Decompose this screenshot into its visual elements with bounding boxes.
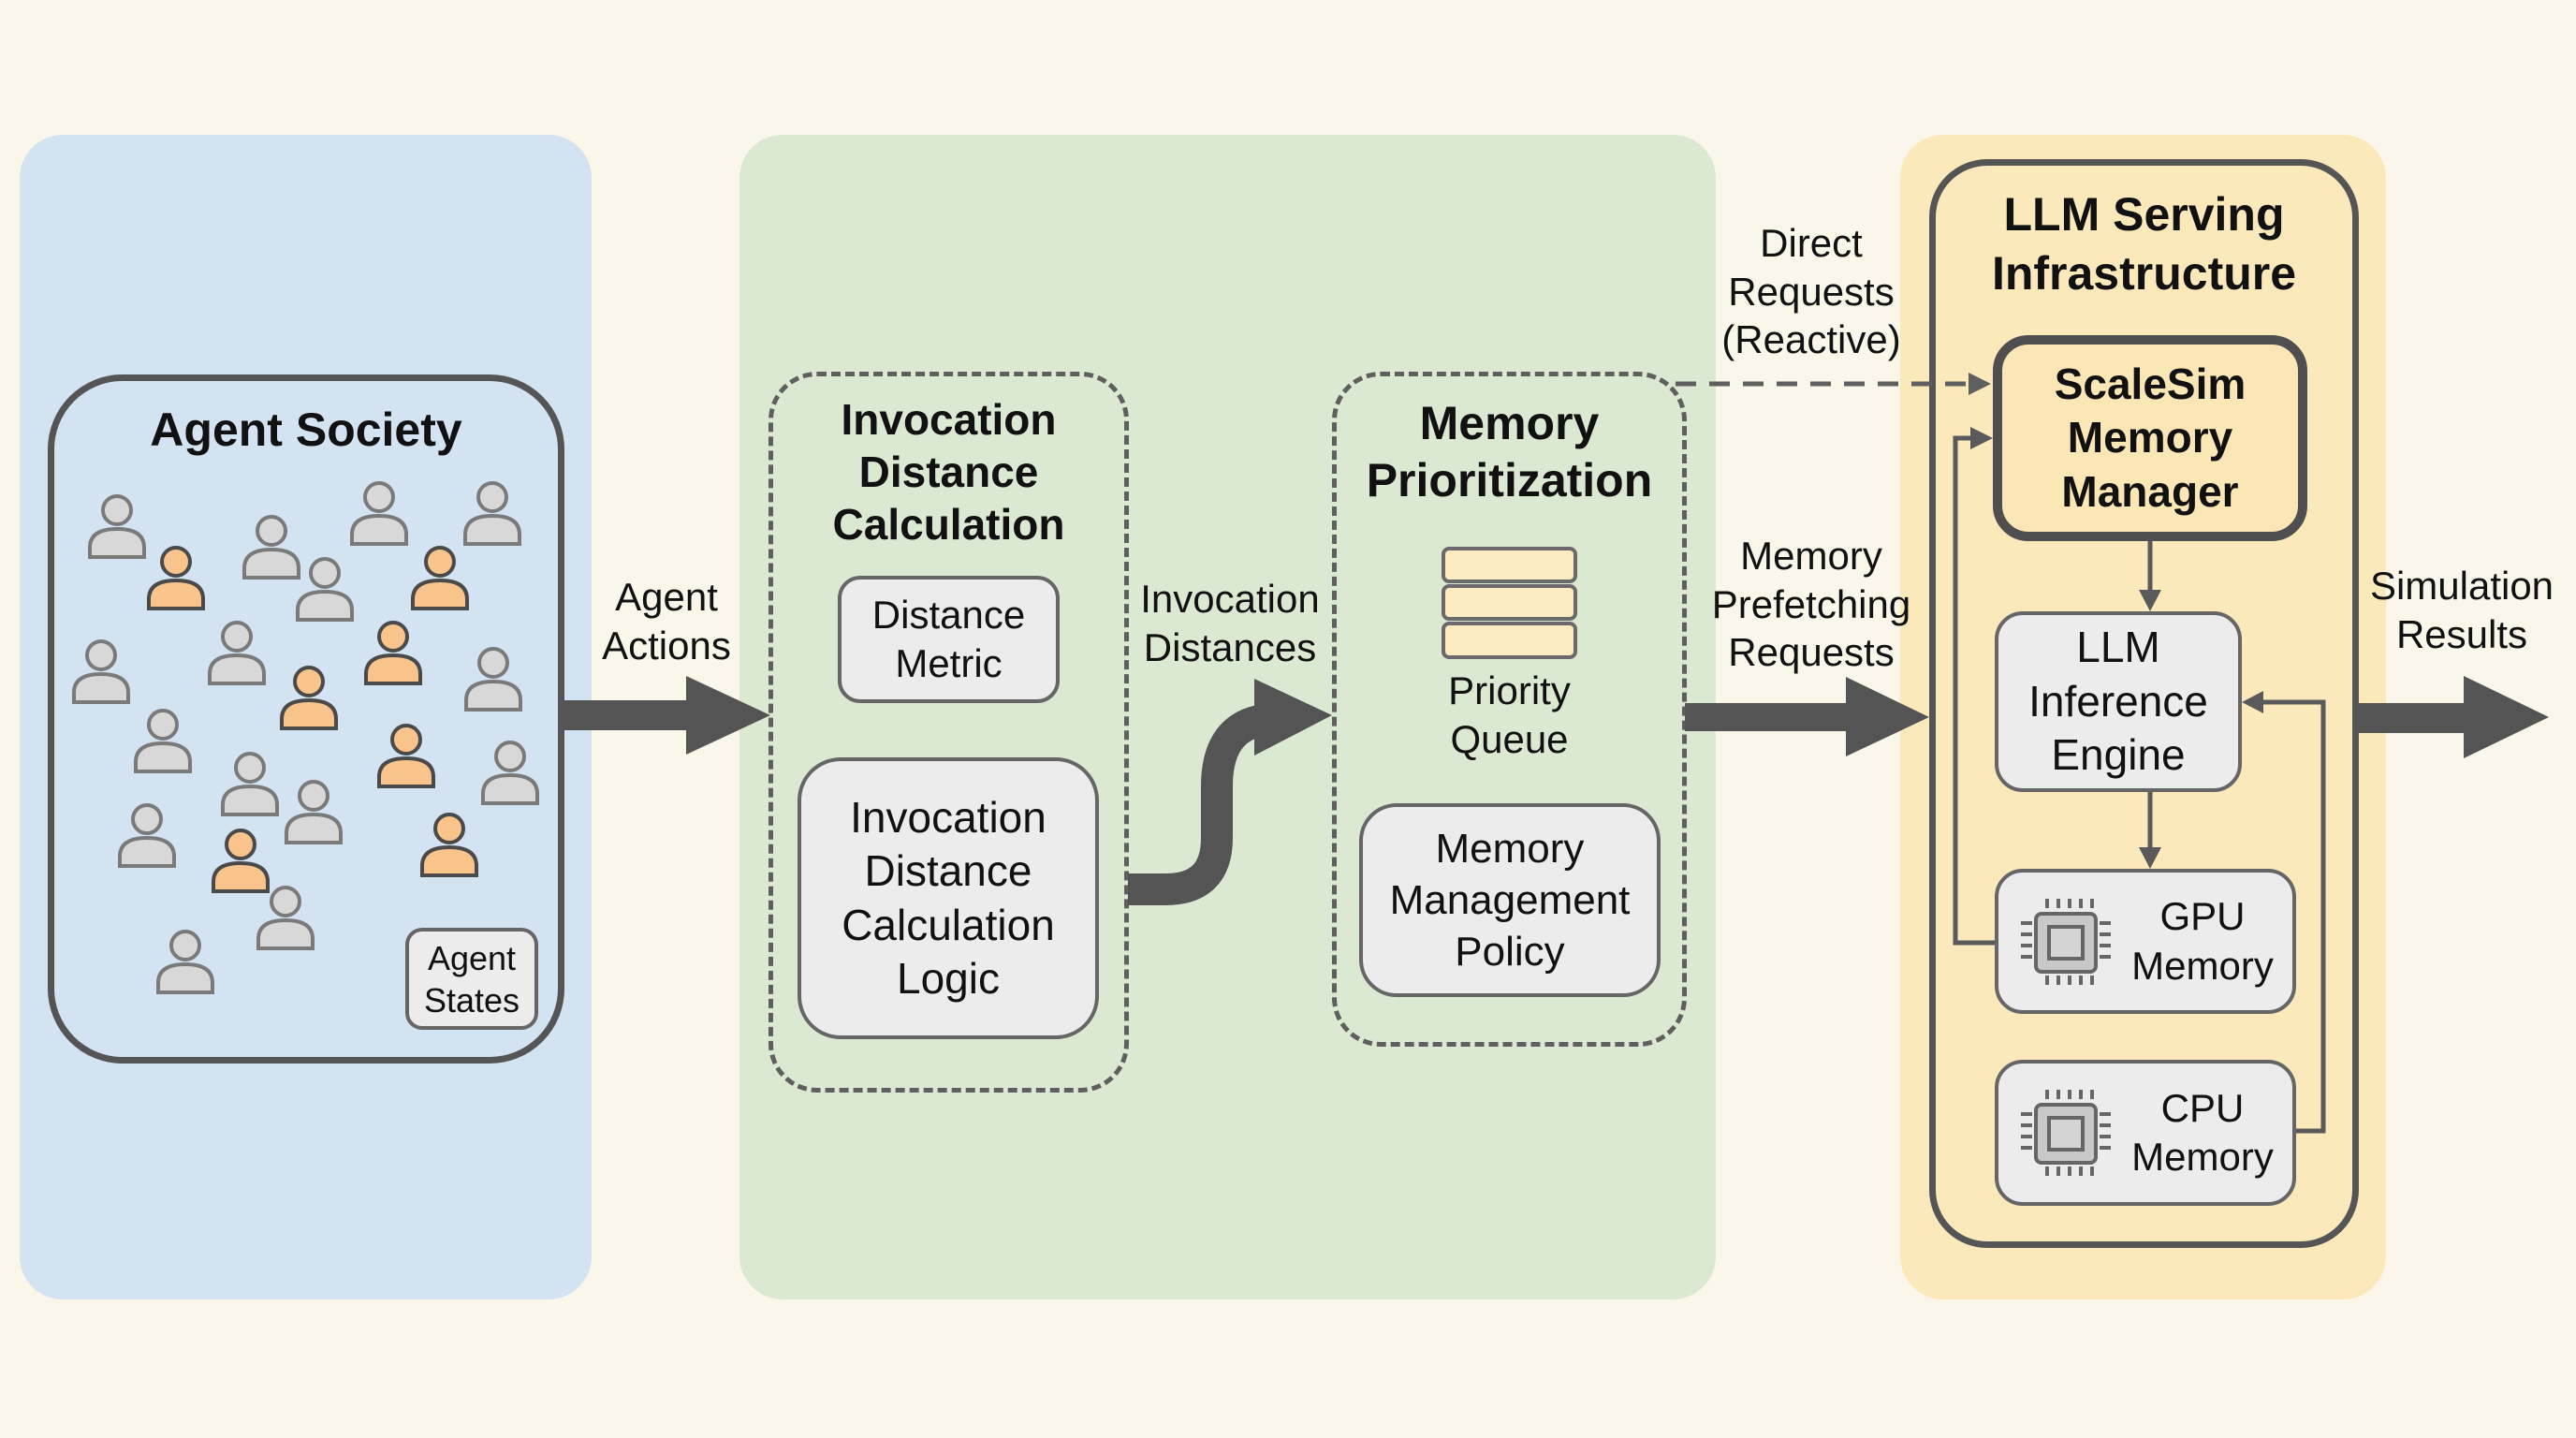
active-agent-icon — [364, 621, 422, 685]
invocation-distances-label: Invocation Distances — [1140, 577, 1320, 669]
invocation-logic-box: Invocation Distance Calculation Logic — [798, 757, 1099, 1039]
idle-agent-icon — [208, 621, 266, 685]
memory-prefetching-arrow — [1685, 677, 1929, 756]
active-agent-icon — [420, 813, 478, 877]
active-agent-icon — [147, 546, 205, 610]
idle-agent-icon — [350, 481, 408, 546]
simulation-results-label: Simulation Results — [2369, 564, 2554, 656]
agent-society-title: Agent Society — [150, 404, 462, 456]
idle-agent-icon — [296, 557, 354, 622]
priority-queue-label: Priority Queue — [1448, 668, 1571, 761]
direct-requests-label: Direct Requests (Reactive) — [1721, 221, 1901, 362]
idle-agent-icon — [118, 803, 176, 868]
idle-agent-icon — [285, 780, 343, 844]
agent-actions-label: Agent Actions — [602, 575, 731, 668]
agent-society-box — [48, 374, 564, 1064]
idle-agent-icon — [156, 930, 214, 994]
llm-serving-title: LLM Serving Infrastructure — [1991, 188, 2297, 300]
processing-panel — [739, 135, 1716, 1299]
agent-states-box: Agent States — [405, 928, 538, 1030]
idle-agent-icon — [464, 647, 522, 712]
agent-actions-arrow — [564, 676, 770, 755]
invocation-distance-group — [768, 372, 1129, 1093]
cpu-memory-label: CPU Memory — [2131, 1085, 2274, 1180]
cpu-chip-icon — [2021, 1090, 2111, 1176]
cpu-memory-box: CPU Memory — [1995, 1060, 2296, 1206]
memory-prioritization-group — [1332, 372, 1687, 1047]
llm-serving-box — [1929, 159, 2359, 1248]
memory-prioritization-title: Memory Prioritization — [1366, 397, 1653, 506]
scalesim-memory-manager-box: ScaleSim Memory Manager — [1993, 335, 2307, 541]
gpu-to-scalesim-arrow — [1953, 427, 1995, 946]
inference-to-gpu-arrow — [2139, 792, 2161, 869]
priority-queue-icon — [1442, 547, 1577, 664]
active-agent-icon — [411, 546, 469, 610]
simulation-results-arrow — [2359, 676, 2549, 758]
idle-agent-icon — [221, 752, 279, 816]
llm-inference-engine-box: LLM Inference Engine — [1995, 611, 2242, 792]
active-agent-icon — [280, 666, 338, 730]
active-agent-icon — [377, 724, 435, 788]
distance-metric-box: Distance Metric — [838, 576, 1060, 703]
idle-agent-icon — [72, 639, 130, 704]
scalesim-to-inference-arrow — [2139, 541, 2161, 611]
idle-agent-icon — [481, 741, 539, 805]
idle-agent-icon — [256, 886, 315, 950]
gpu-memory-label: GPU Memory — [2131, 894, 2274, 988]
idle-agent-icon — [88, 494, 146, 559]
idle-agent-icon — [242, 515, 300, 580]
invocation-distances-arrow — [1128, 679, 1332, 905]
invocation-distance-title: Invocation Distance Calculation — [832, 395, 1065, 550]
cpu-to-inference-arrow — [2242, 691, 2326, 1134]
memory-prefetching-label: Memory Prefetching Requests — [1711, 534, 1911, 675]
gpu-memory-box: GPU Memory — [1995, 869, 2296, 1014]
direct-requests-arrow — [1676, 373, 1991, 395]
active-agent-icon — [212, 829, 270, 893]
idle-agent-icon — [463, 481, 521, 546]
gpu-chip-icon — [2021, 898, 2111, 985]
idle-agent-icon — [134, 709, 192, 773]
memory-policy-box: Memory Management Policy — [1359, 803, 1661, 997]
